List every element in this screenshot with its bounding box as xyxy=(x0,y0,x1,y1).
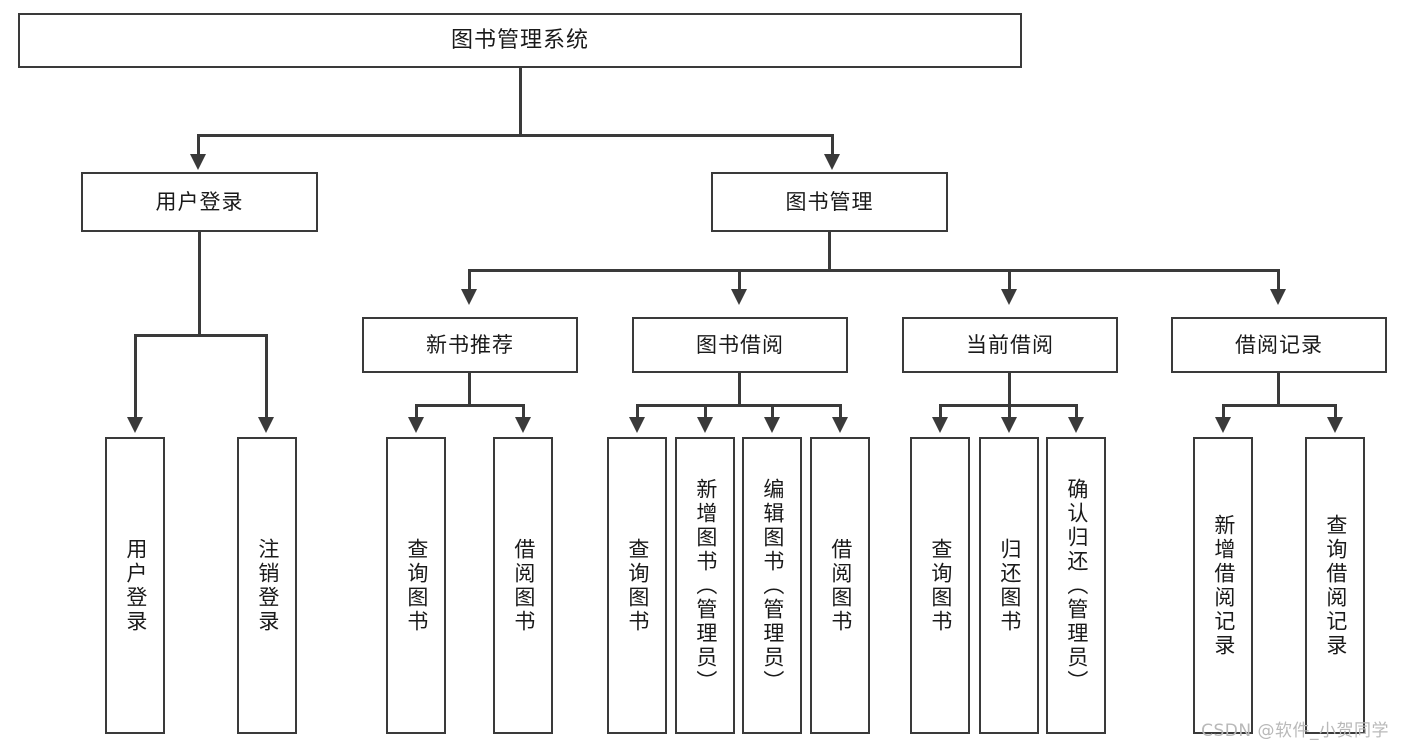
connector-cb-leaf-2 xyxy=(1008,404,1011,419)
node-label: 查询借阅记录 xyxy=(1323,513,1348,658)
leaf-user-login-logout[interactable]: 注销登录 xyxy=(237,437,297,734)
arrowhead-cb-leaf-3 xyxy=(1068,417,1084,433)
connector-br-leaf-1 xyxy=(1222,404,1225,419)
connector-nbr-leaf-2 xyxy=(522,404,525,419)
leaf-nbr-query-book[interactable]: 查询图书 xyxy=(386,437,446,734)
connector-cb-leaf-1 xyxy=(939,404,942,419)
arrowhead-borrow-record xyxy=(1270,289,1286,305)
connector-new-book-recommend-stem xyxy=(468,373,471,406)
node-label: 查询图书 xyxy=(928,537,953,634)
node-label: 用户登录 xyxy=(123,537,148,634)
connector-root-to-user-login xyxy=(197,134,200,156)
leaf-bb-edit-book-admin[interactable]: 编辑图书（管理员） xyxy=(742,437,802,734)
connector-br-leaf-2 xyxy=(1334,404,1337,419)
connector-bb-leaf-4 xyxy=(839,404,842,419)
leaf-cb-return-book[interactable]: 归还图书 xyxy=(979,437,1039,734)
connector-book-borrow-stem xyxy=(738,373,741,406)
node-label: 新增借阅记录 xyxy=(1211,513,1236,658)
arrowhead-current-borrow xyxy=(1001,289,1017,305)
node-root-book-management-system[interactable]: 图书管理系统 xyxy=(18,13,1022,68)
leaf-cb-query-book[interactable]: 查询图书 xyxy=(910,437,970,734)
node-label: 新增图书（管理员） xyxy=(693,477,718,694)
arrowhead-cb-leaf-1 xyxy=(932,417,948,433)
arrowhead-br-leaf-2 xyxy=(1327,417,1343,433)
arrowhead-bb-leaf-3 xyxy=(764,417,780,433)
node-label: 借阅记录 xyxy=(1235,332,1323,357)
connector-to-book-borrow xyxy=(738,269,741,291)
connector-nbr-leaf-1 xyxy=(415,404,418,419)
connector-level3-bus xyxy=(468,269,1280,272)
connector-bb-leaf-2 xyxy=(704,404,707,419)
connector-new-book-recommend-bus xyxy=(415,404,525,407)
connector-borrow-record-bus xyxy=(1222,404,1337,407)
leaf-bb-borrow-book[interactable]: 借阅图书 xyxy=(810,437,870,734)
arrowhead-nbr-leaf-2 xyxy=(515,417,531,433)
arrowhead-nbr-leaf-1 xyxy=(408,417,424,433)
connector-current-borrow-stem xyxy=(1008,373,1011,406)
node-label: 图书管理 xyxy=(785,189,874,214)
arrowhead-cb-leaf-2 xyxy=(1001,417,1017,433)
connector-root-bus xyxy=(197,134,834,137)
node-label: 图书借阅 xyxy=(696,332,784,357)
node-label: 借阅图书 xyxy=(828,537,853,634)
arrowhead-user-login-leaf-2 xyxy=(258,417,274,433)
connector-book-borrow-bus xyxy=(636,404,842,407)
connector-user-login-to-leaf-2 xyxy=(265,334,268,419)
arrowhead-bb-leaf-1 xyxy=(629,417,645,433)
arrowhead-bb-leaf-2 xyxy=(697,417,713,433)
node-label: 查询图书 xyxy=(625,537,650,634)
node-label: 借阅图书 xyxy=(511,537,536,634)
leaf-nbr-borrow-book[interactable]: 借阅图书 xyxy=(493,437,553,734)
node-label: 确认归还（管理员） xyxy=(1064,477,1089,694)
node-book-management[interactable]: 图书管理 xyxy=(711,172,948,232)
connector-to-current-borrow xyxy=(1008,269,1011,291)
node-label: 当前借阅 xyxy=(966,332,1054,357)
arrowhead-root-to-book-management xyxy=(824,154,840,170)
connector-user-login-bus xyxy=(134,334,268,337)
node-label: 注销登录 xyxy=(255,537,280,634)
watermark-text: CSDN @软件_小贺同学 xyxy=(1201,721,1389,741)
leaf-bb-add-book-admin[interactable]: 新增图书（管理员） xyxy=(675,437,735,734)
connector-cb-leaf-3 xyxy=(1075,404,1078,419)
node-new-book-recommend[interactable]: 新书推荐 xyxy=(362,317,578,373)
node-book-borrow[interactable]: 图书借阅 xyxy=(632,317,848,373)
leaf-bb-query-book[interactable]: 查询图书 xyxy=(607,437,667,734)
connector-user-login-stem xyxy=(198,232,201,336)
arrowhead-user-login-leaf-1 xyxy=(127,417,143,433)
connector-to-new-book-recommend xyxy=(468,269,471,291)
node-borrow-record[interactable]: 借阅记录 xyxy=(1171,317,1387,373)
node-label: 图书管理系统 xyxy=(450,27,589,53)
leaf-br-query-record[interactable]: 查询借阅记录 xyxy=(1305,437,1365,734)
leaf-cb-confirm-return-admin[interactable]: 确认归还（管理员） xyxy=(1046,437,1106,734)
arrowhead-book-borrow xyxy=(731,289,747,305)
node-label: 归还图书 xyxy=(997,537,1022,634)
node-label: 编辑图书（管理员） xyxy=(760,477,785,694)
connector-user-login-to-leaf-1 xyxy=(134,334,137,419)
arrowhead-root-to-user-login xyxy=(190,154,206,170)
connector-bb-leaf-1 xyxy=(636,404,639,419)
connector-book-management-stem xyxy=(828,232,831,272)
arrowhead-new-book-recommend xyxy=(461,289,477,305)
node-user-login[interactable]: 用户登录 xyxy=(81,172,318,232)
node-current-borrow[interactable]: 当前借阅 xyxy=(902,317,1118,373)
leaf-user-login-login[interactable]: 用户登录 xyxy=(105,437,165,734)
leaf-br-add-record[interactable]: 新增借阅记录 xyxy=(1193,437,1253,734)
node-label: 查询图书 xyxy=(404,537,429,634)
arrowhead-bb-leaf-4 xyxy=(832,417,848,433)
node-label: 新书推荐 xyxy=(426,332,514,357)
node-label: 用户登录 xyxy=(155,189,244,214)
connector-root-to-book-management xyxy=(831,134,834,156)
connector-to-borrow-record xyxy=(1277,269,1280,291)
connector-bb-leaf-3 xyxy=(771,404,774,419)
arrowhead-br-leaf-1 xyxy=(1215,417,1231,433)
connector-root-stem xyxy=(519,68,522,135)
connector-borrow-record-stem xyxy=(1277,373,1280,406)
